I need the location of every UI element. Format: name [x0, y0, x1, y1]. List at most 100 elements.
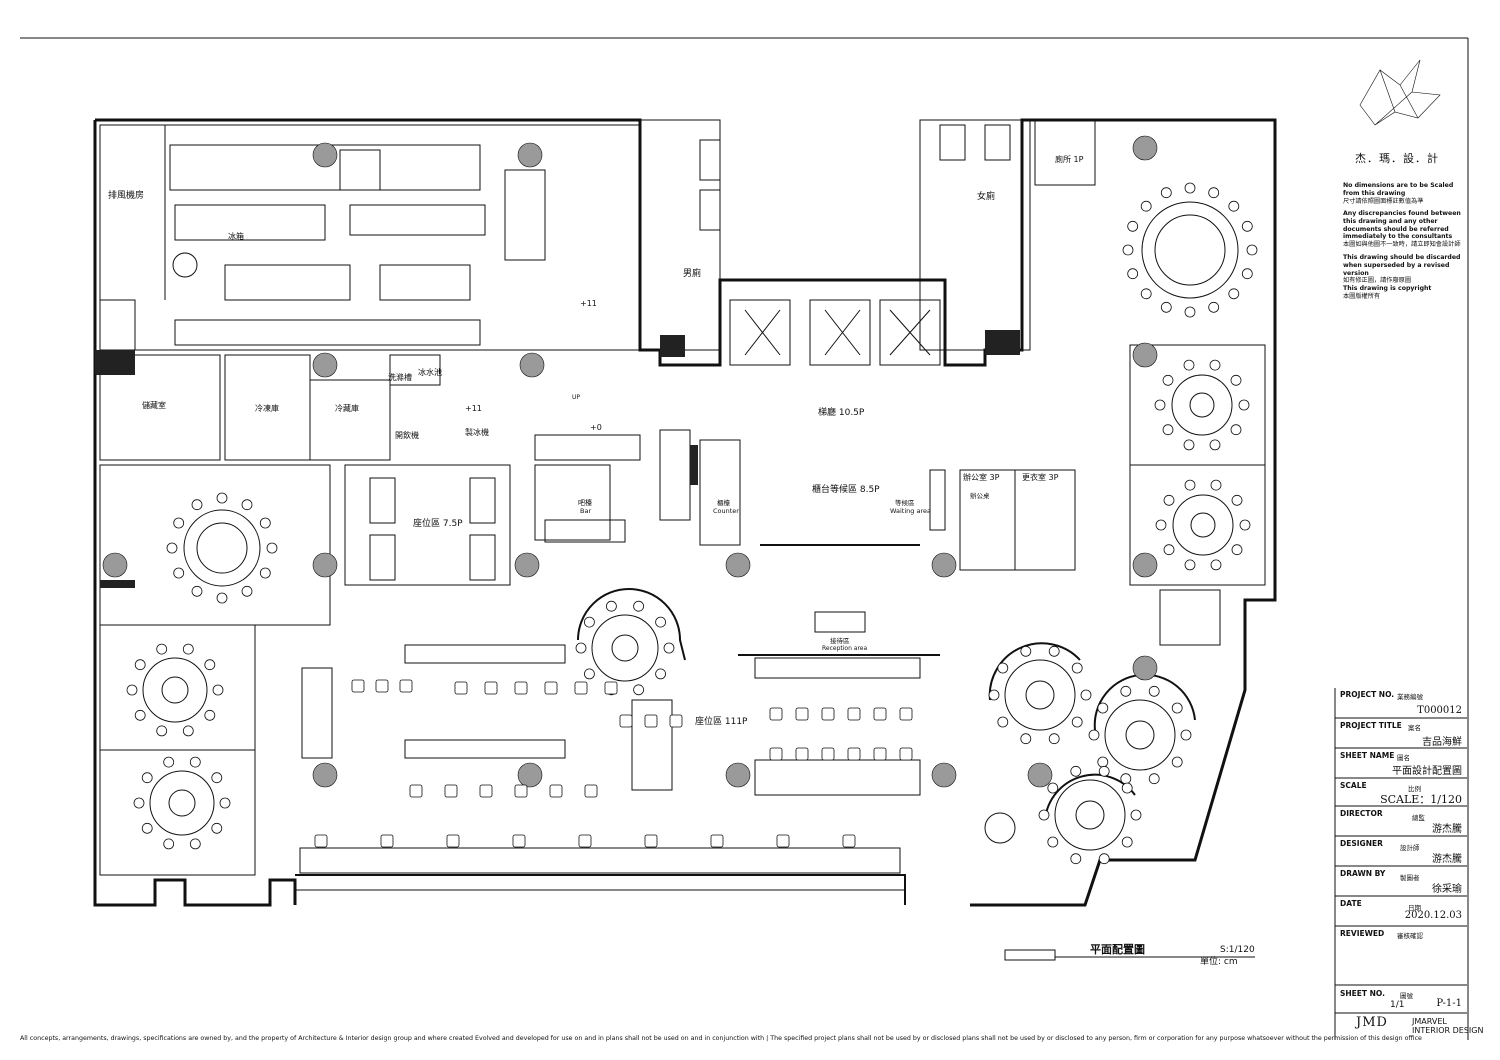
chair [219, 797, 231, 809]
chair [644, 834, 658, 848]
waiting-en-label: Waiting area [890, 507, 931, 515]
chair [211, 822, 223, 834]
chair [479, 784, 493, 798]
chair [444, 784, 458, 798]
bar-counter [544, 519, 626, 543]
chair [899, 747, 913, 761]
reception-desk [814, 611, 866, 633]
chair [997, 662, 1009, 674]
tb-designer-value: 游杰騰 [1432, 854, 1462, 865]
chair [1238, 399, 1250, 411]
chair [578, 834, 592, 848]
chair [1184, 306, 1196, 318]
lazy-susan [1075, 800, 1105, 830]
firm-monogram: JMD [1356, 1015, 1388, 1030]
lazy-susan [161, 676, 189, 704]
chair [259, 567, 271, 579]
chair [484, 681, 498, 695]
chair [409, 784, 423, 798]
chair [173, 517, 185, 529]
tb-scale-value: SCALE：1/120 [1380, 793, 1462, 806]
bench-table [404, 644, 566, 664]
chair [1154, 399, 1166, 411]
chair [1228, 200, 1240, 212]
chair [1148, 773, 1160, 785]
toilet-room [1034, 119, 1096, 186]
boiler-label: 開飲機 [395, 431, 419, 440]
chair [156, 643, 168, 655]
chair [216, 592, 228, 604]
chair [1230, 424, 1242, 436]
booth-table [469, 477, 496, 524]
chair [1098, 765, 1110, 777]
chair [1038, 809, 1050, 821]
vip-room-west-3 [99, 749, 256, 876]
chair [259, 517, 271, 529]
chair [584, 616, 595, 628]
chair [1148, 685, 1160, 697]
chair [821, 707, 835, 721]
chair [375, 679, 389, 693]
round-table [1171, 374, 1233, 436]
chair [769, 707, 783, 721]
wc-stall [984, 124, 1011, 161]
column [312, 352, 338, 378]
chair [399, 679, 413, 693]
chair [211, 772, 223, 784]
column [517, 142, 543, 168]
chair [1231, 544, 1243, 556]
tb-project-no-zh: 業務編號 [1397, 693, 1423, 701]
chair [1184, 182, 1196, 194]
chair [514, 681, 528, 695]
chair [1171, 756, 1183, 768]
chair [1140, 288, 1152, 300]
chair [847, 747, 861, 761]
column [312, 142, 338, 168]
chair [795, 747, 809, 761]
chair [1162, 374, 1174, 386]
room-label-mens-wc: 男廁 [683, 269, 702, 279]
chair [1180, 729, 1192, 741]
chair [633, 684, 644, 696]
column [1027, 762, 1053, 788]
tb-sheet-name-value: 平面設計配置圖 [1392, 766, 1462, 777]
lazy-susan [1190, 512, 1216, 538]
level-label: +11 [465, 404, 482, 413]
chair [1230, 374, 1242, 386]
counter-unit [659, 429, 691, 521]
ice-counter [534, 434, 641, 461]
plan-title-marker [1004, 949, 1056, 961]
small-round-table [984, 812, 1016, 844]
chair [1097, 756, 1109, 768]
level-label: +0 [590, 423, 602, 432]
waiting-label: 等候區 [895, 499, 915, 507]
round-table [1004, 659, 1076, 731]
reception-label: 接待區 [830, 637, 850, 645]
chair [191, 585, 203, 597]
seats-area-a [344, 464, 511, 586]
vip-room-east-2 [1129, 464, 1266, 586]
chair [1088, 729, 1100, 741]
elevator-x [889, 309, 931, 356]
tb-date-label: DATE [1340, 899, 1362, 908]
chair [1048, 733, 1060, 745]
note-3: This drawing should be discarded when su… [1343, 254, 1461, 285]
tb-drawn-by-value: 徐采瑜 [1432, 884, 1462, 895]
chair [141, 772, 153, 784]
chair [1208, 187, 1220, 199]
tb-drawn-by-label: DRAWN BY [1340, 869, 1386, 878]
column [102, 552, 128, 578]
elevator-x [824, 309, 861, 356]
chair [669, 714, 683, 728]
tb-reviewed-label: REVIEWED [1340, 929, 1385, 938]
column [519, 352, 545, 378]
round-table [591, 614, 659, 682]
round-table-large [1141, 201, 1239, 299]
chair [1020, 733, 1032, 745]
screen-arc [1044, 773, 1136, 821]
reception-en-label: Reception area [822, 645, 868, 652]
tb-project-no-label: PROJECT NO. [1340, 690, 1395, 699]
chair [126, 684, 138, 696]
chair [141, 822, 153, 834]
storage-room [99, 354, 221, 461]
